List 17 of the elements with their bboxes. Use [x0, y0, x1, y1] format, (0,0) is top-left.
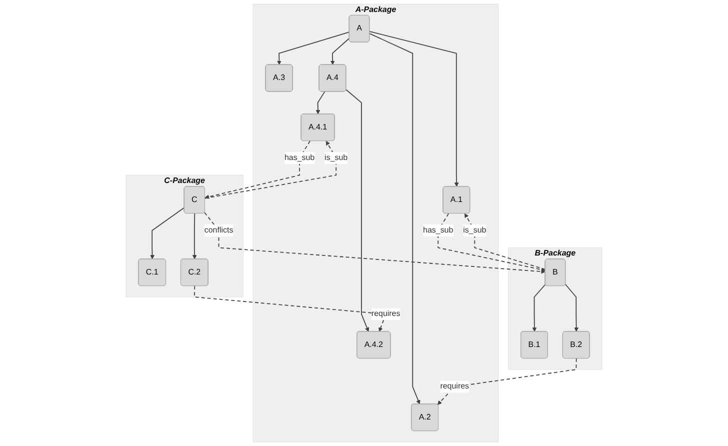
- arrow: [369, 31, 459, 187]
- arrow: [204, 212, 546, 274]
- arrow: [316, 91, 326, 114]
- arrow: [346, 89, 370, 332]
- arrow: [464, 213, 546, 270]
- arrow: [564, 284, 578, 332]
- arrow: [532, 284, 546, 332]
- arrow: [204, 140, 337, 199]
- arrow: [194, 286, 386, 332]
- arrow: [438, 213, 546, 272]
- arrow: [150, 207, 185, 260]
- arrow: [369, 33, 420, 404]
- arrow: [192, 213, 197, 260]
- arrow: [330, 38, 350, 65]
- arrow: [204, 140, 310, 199]
- arrow: [277, 32, 350, 65]
- arrow: [437, 358, 577, 405]
